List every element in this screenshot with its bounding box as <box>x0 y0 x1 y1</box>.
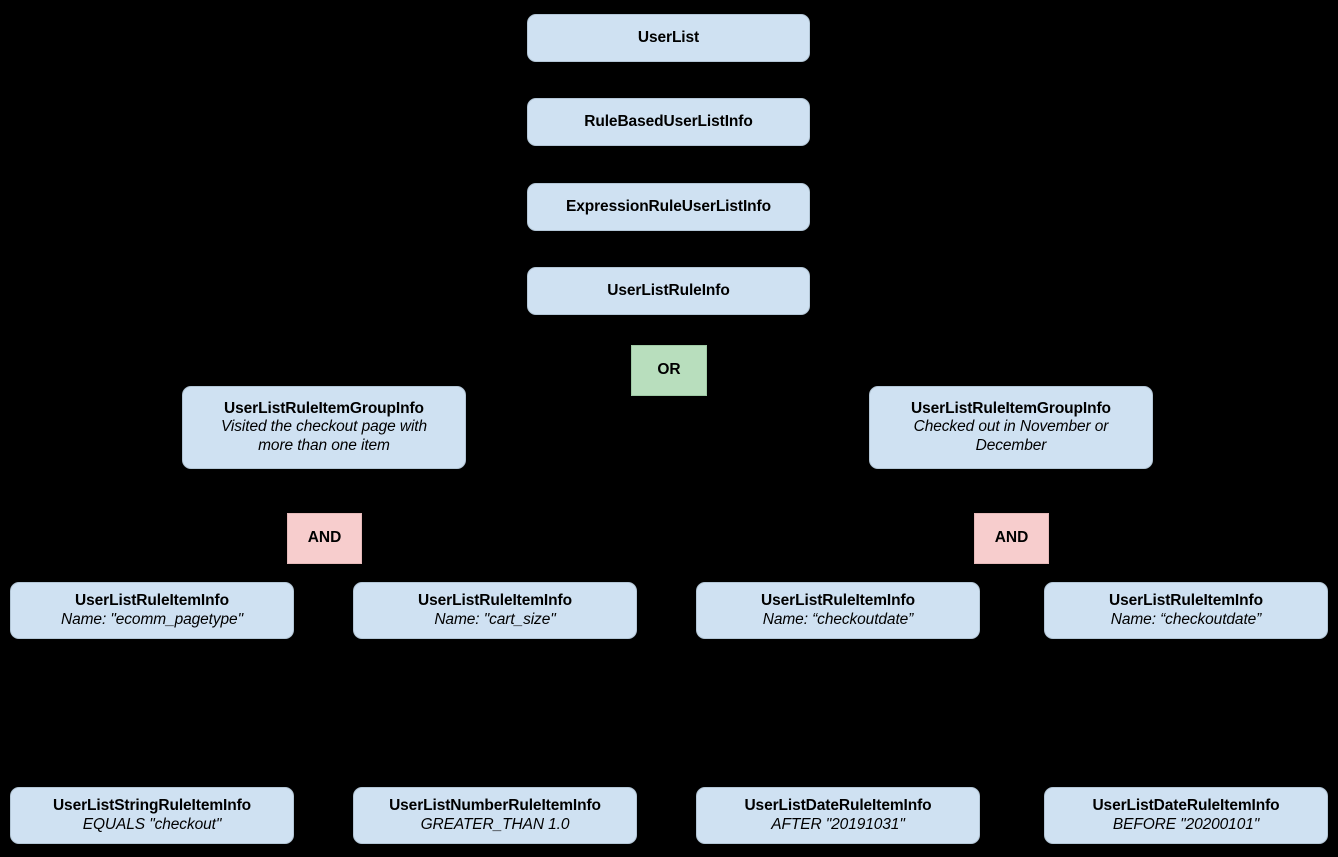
node-and-right[interactable]: AND <box>974 513 1049 564</box>
node-typed-item-3[interactable]: UserListDateRuleItemInfo AFTER "20191031… <box>696 787 980 844</box>
node-typed-item-4-class: UserListDateRuleItemInfo <box>1092 797 1280 815</box>
node-group-left-detail-line-2: more than one item <box>258 436 390 454</box>
node-typed-item-1-detail: EQUALS "checkout" <box>82 815 222 833</box>
node-and-right-label: AND <box>994 529 1029 547</box>
node-rule-based-user-list-info[interactable]: RuleBasedUserListInfo <box>527 98 810 146</box>
node-typed-item-1[interactable]: UserListStringRuleItemInfo EQUALS "check… <box>10 787 294 844</box>
node-rule-item-3-class: UserListRuleItemInfo <box>761 592 915 610</box>
node-expression-rule-user-list-info-class: ExpressionRuleUserListInfo <box>566 197 771 215</box>
node-rule-item-1-class: UserListRuleItemInfo <box>75 592 229 610</box>
node-rule-item-4-detail: Name: “checkoutdate” <box>1110 610 1262 628</box>
node-user-list[interactable]: UserList <box>527 14 810 62</box>
node-typed-item-3-class: UserListDateRuleItemInfo <box>744 797 932 815</box>
node-rule-item-1-detail: Name: "ecomm_pagetype" <box>61 610 243 628</box>
node-group-right[interactable]: UserListRuleItemGroupInfo Checked out in… <box>869 386 1153 469</box>
node-group-left-detail-line-1: Visited the checkout page with <box>220 418 428 436</box>
node-rule-item-3-detail: Name: “checkoutdate” <box>762 610 914 628</box>
node-rule-item-4-class: UserListRuleItemInfo <box>1109 592 1263 610</box>
node-group-right-detail-line-2: December <box>975 436 1047 454</box>
node-rule-item-2[interactable]: UserListRuleItemInfo Name: "cart_size" <box>353 582 637 639</box>
node-and-left-label: AND <box>307 529 342 547</box>
node-typed-item-2[interactable]: UserListNumberRuleItemInfo GREATER_THAN … <box>353 787 637 844</box>
node-typed-item-2-class: UserListNumberRuleItemInfo <box>389 797 601 815</box>
node-rule-based-user-list-info-class: RuleBasedUserListInfo <box>584 112 753 130</box>
node-rule-item-1[interactable]: UserListRuleItemInfo Name: "ecomm_pagety… <box>10 582 294 639</box>
node-group-right-class: UserListRuleItemGroupInfo <box>911 400 1111 418</box>
node-expression-rule-user-list-info[interactable]: ExpressionRuleUserListInfo <box>527 183 810 231</box>
node-user-list-rule-info[interactable]: UserListRuleInfo <box>527 267 810 315</box>
node-user-list-class: UserList <box>637 28 700 46</box>
node-rule-item-2-class: UserListRuleItemInfo <box>418 592 572 610</box>
node-group-right-detail-line-1: Checked out in November or <box>913 418 1109 436</box>
node-rule-item-4[interactable]: UserListRuleItemInfo Name: “checkoutdate… <box>1044 582 1328 639</box>
node-or-operator[interactable]: OR <box>631 345 707 396</box>
node-typed-item-3-detail: AFTER "20191031" <box>771 815 905 833</box>
node-group-left-class: UserListRuleItemGroupInfo <box>224 400 424 418</box>
node-typed-item-2-detail: GREATER_THAN 1.0 <box>420 815 570 833</box>
node-user-list-rule-info-class: UserListRuleInfo <box>607 281 730 299</box>
node-typed-item-1-class: UserListStringRuleItemInfo <box>52 797 252 815</box>
node-rule-item-2-detail: Name: "cart_size" <box>434 610 556 628</box>
node-typed-item-4[interactable]: UserListDateRuleItemInfo BEFORE "2020010… <box>1044 787 1328 844</box>
node-group-left[interactable]: UserListRuleItemGroupInfo Visited the ch… <box>182 386 466 469</box>
node-or-operator-label: OR <box>657 361 681 379</box>
node-and-left[interactable]: AND <box>287 513 362 564</box>
node-rule-item-3[interactable]: UserListRuleItemInfo Name: “checkoutdate… <box>696 582 980 639</box>
node-typed-item-4-detail: BEFORE "20200101" <box>1112 815 1260 833</box>
